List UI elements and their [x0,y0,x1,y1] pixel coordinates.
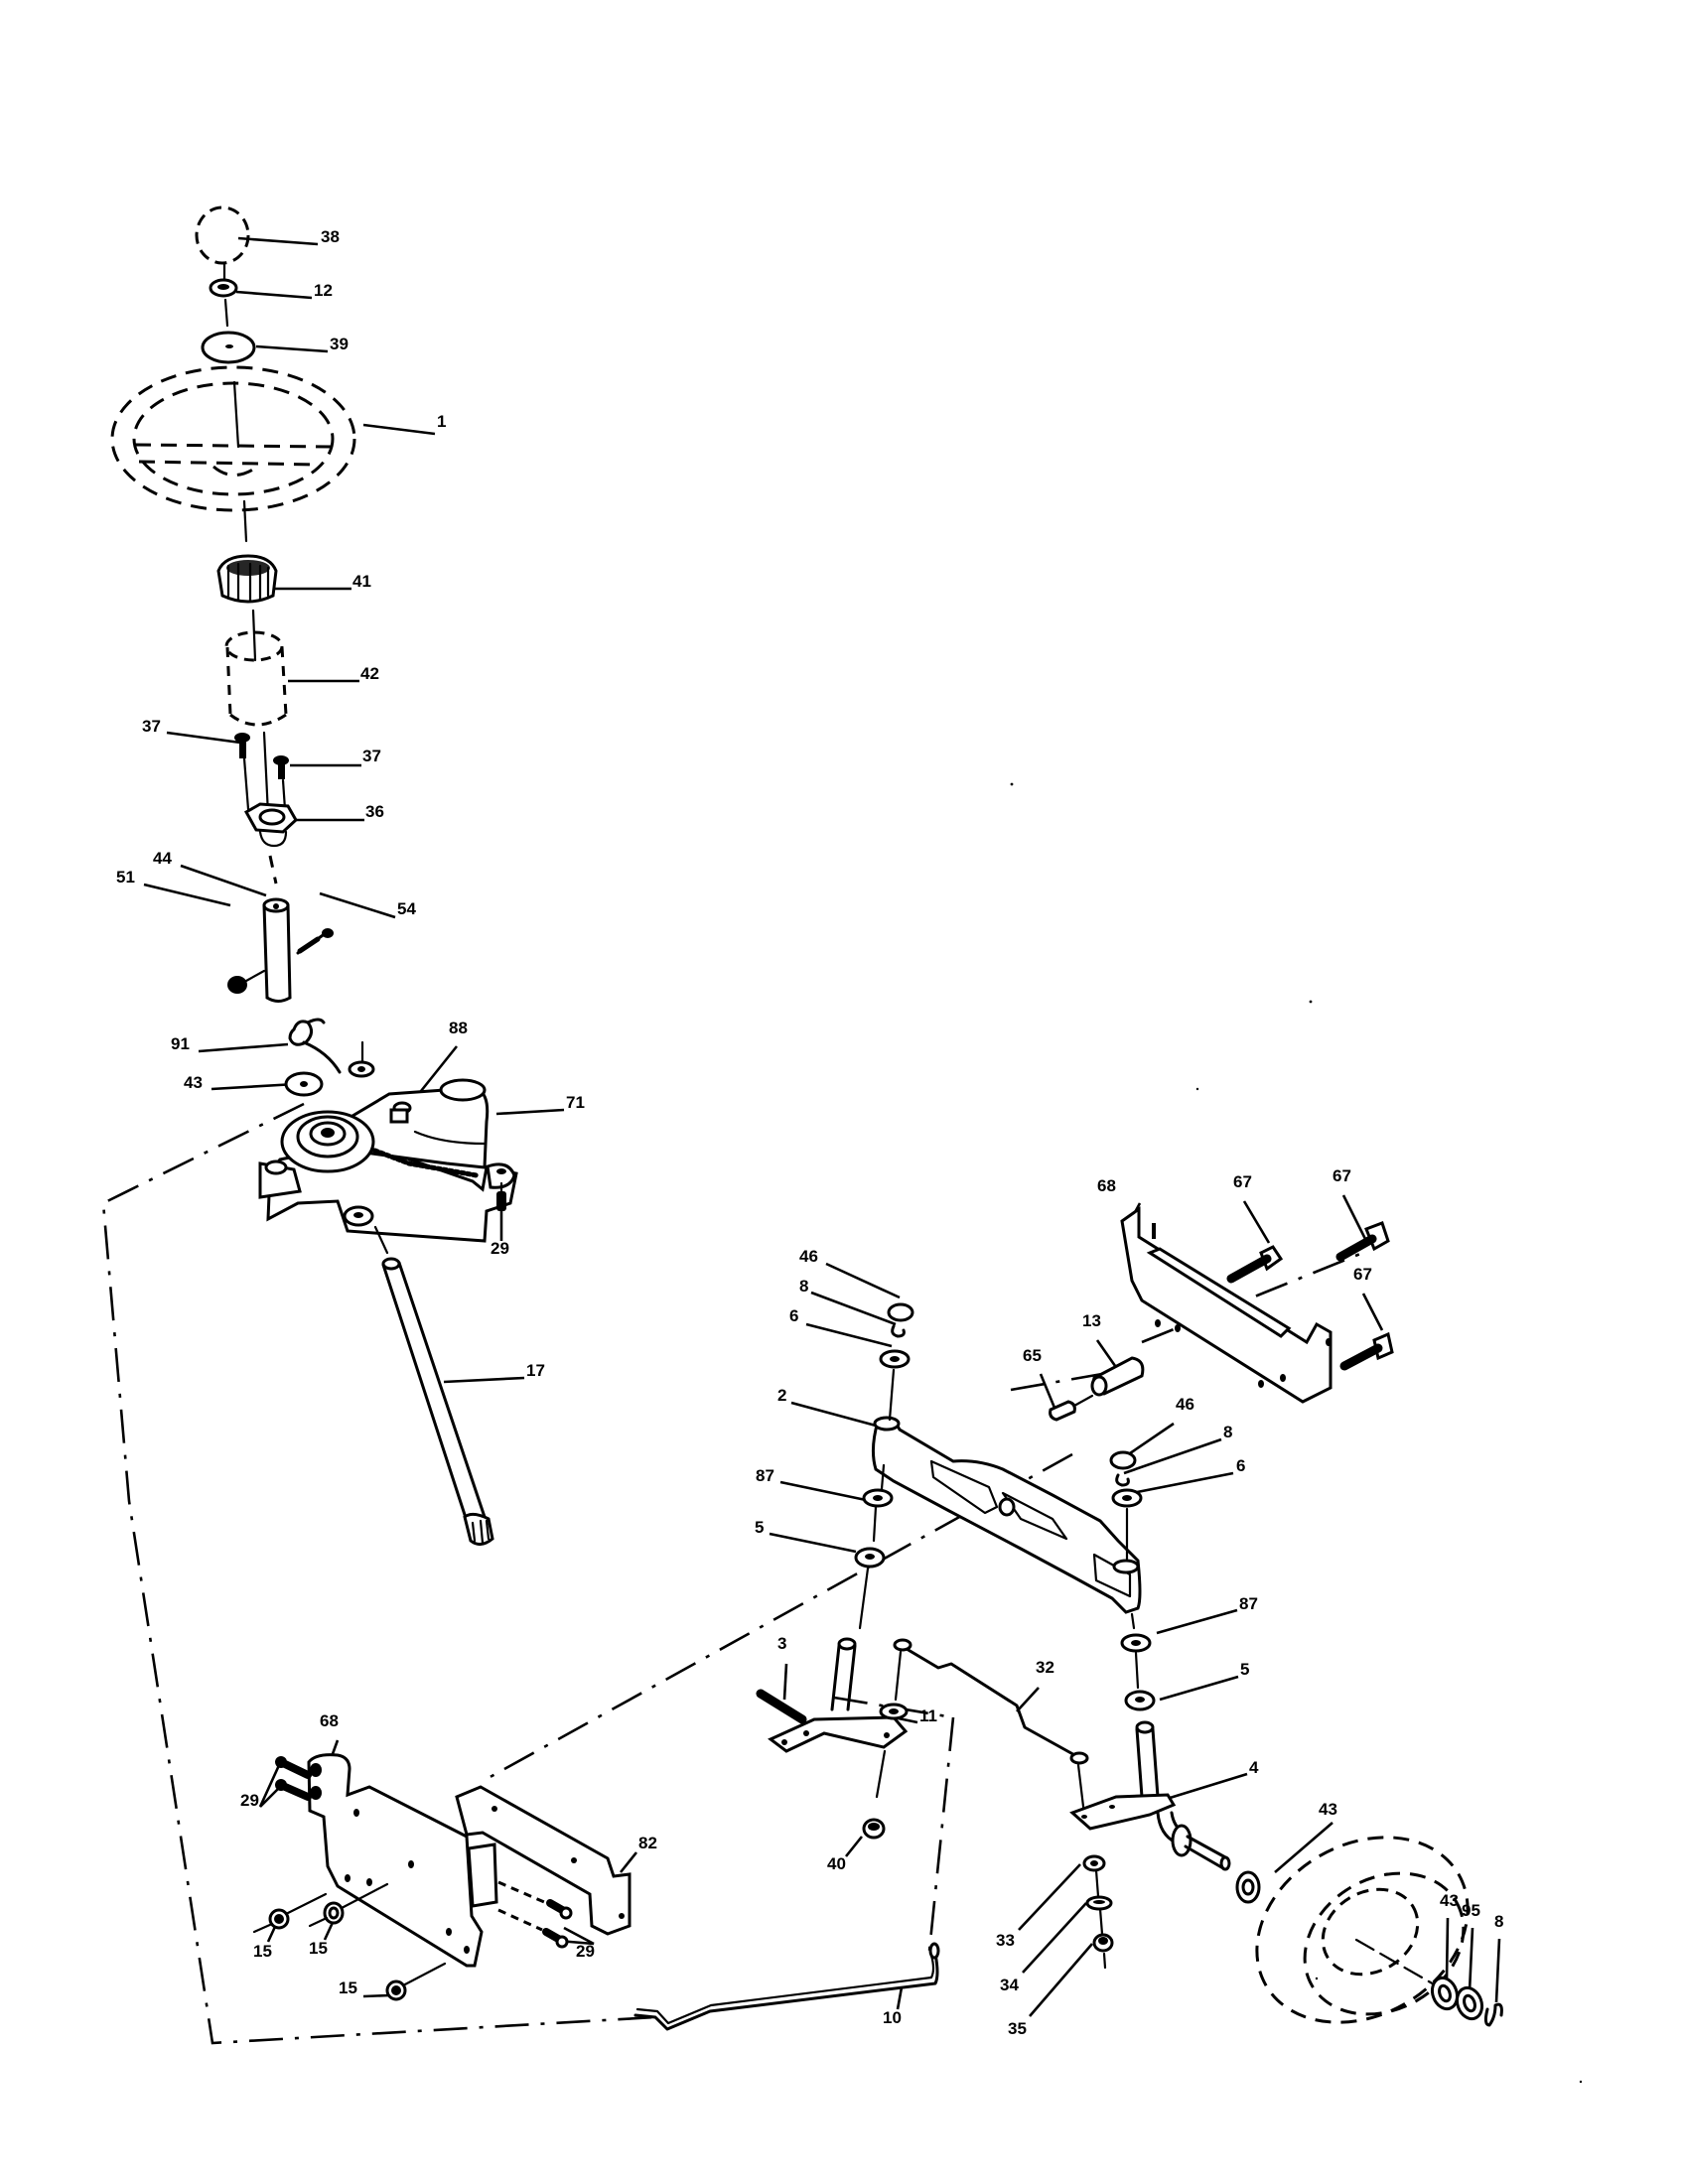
callout-c15a: 15 [253,1942,272,1961]
callout-c42: 42 [360,664,379,683]
bushing-36 [243,802,298,848]
callout-c46b: 46 [1176,1395,1194,1414]
wheel [1255,1836,1470,2024]
callout-c82: 82 [638,1834,657,1852]
callout-c8b: 8 [1223,1423,1233,1441]
callout-c32: 32 [1036,1658,1054,1677]
callout-c43a: 43 [184,1073,203,1092]
callout-c2: 2 [777,1386,787,1405]
callout-c11: 11 [919,1706,937,1725]
callout-c43c: 43 [1440,1891,1459,1910]
callout-c67b: 67 [1333,1166,1351,1185]
reference-lines [101,1102,1361,2045]
callout-c35: 35 [1008,2019,1027,2038]
steering-gear-71 [258,1040,518,1243]
callout-c40: 40 [827,1854,846,1873]
washer-43-upper [284,1071,324,1097]
axle-2 [871,1416,1142,1614]
callout-c5b: 5 [1240,1660,1250,1679]
callout-c65: 65 [1023,1346,1042,1365]
spindle-3 [756,1637,909,1799]
callout-c4: 4 [1249,1758,1259,1777]
washer-43-wheel-inner [1235,1870,1261,1904]
callout-c43b: 43 [1319,1800,1337,1819]
callout-c6b: 6 [1236,1456,1246,1475]
callout-c36: 36 [365,802,384,821]
bolt-65 [1049,1394,1094,1422]
callout-c41: 41 [352,572,371,591]
nut-40 [862,1818,886,1840]
callout-c8c: 8 [1494,1912,1504,1931]
callout-c67a: 67 [1233,1172,1252,1191]
callout-c91: 91 [171,1034,190,1053]
callout-c33: 33 [996,1931,1015,1950]
callout-c1: 1 [437,412,447,431]
clip-91 [288,1018,342,1074]
bracket-68-right [1120,1206,1333,1404]
drag-link-10 [633,1942,940,2031]
tie-rod-32 [893,1638,1089,1817]
callout-c37b: 37 [362,747,381,765]
bushing-11 [879,1703,909,1720]
callout-c5a: 5 [755,1518,765,1537]
callout-c37a: 37 [142,717,161,736]
nut-51 [227,969,266,994]
callout-c87a: 87 [756,1466,774,1485]
bracket-82 [455,1785,632,1936]
callout-c34: 34 [1000,1976,1019,1994]
callout-c3: 3 [777,1634,787,1653]
callout-c44: 44 [153,849,172,868]
nut-12 [209,278,238,328]
callout-c88: 88 [449,1019,468,1037]
scan-specks [1010,782,1583,2084]
bolt-29-upper [496,1181,506,1211]
bolts-29-left [275,1756,312,1801]
callout-c12: 12 [314,281,333,300]
steering-shaft-17 [373,1225,494,1546]
callout-c15c: 15 [339,1979,357,1997]
wheel-hardware [1430,1976,1503,2027]
callout-c39: 39 [330,335,349,353]
washer-39 [201,331,256,364]
callout-c87b: 87 [1239,1594,1258,1613]
callout-c46a: 46 [799,1247,818,1266]
spindle-4 [1069,1720,1231,1871]
callout-c15b: 15 [309,1939,328,1958]
callout-c17: 17 [526,1361,545,1380]
bolt-54 [296,928,334,955]
pin-stack-right [1109,1450,1156,1711]
callout-c29b: 29 [240,1791,259,1810]
hardware-33-34-35 [1082,1854,1114,1970]
bolts-67 [1226,1221,1394,1371]
callout-c6a: 6 [789,1306,799,1325]
pin-stack-left [854,1302,914,1630]
steering-wheel-1 [110,365,356,543]
callout-c29a: 29 [491,1239,509,1258]
callout-c10: 10 [883,2008,902,2027]
bolts-29-right [497,1880,573,1949]
column-cover-42 [224,630,288,816]
callout-c29c: 29 [576,1942,595,1961]
extension-shaft-44 [262,897,292,1003]
callout-c51: 51 [116,868,135,887]
callout-c71: 71 [566,1093,585,1112]
cap-38 [195,205,250,282]
column-axis [268,855,278,885]
bracket-68-left [307,1753,484,1968]
callout-c68a: 68 [1097,1176,1116,1195]
callout-c8a: 8 [799,1277,809,1296]
nuts-15 [252,1882,447,2001]
callout-c38: 38 [321,227,340,246]
spacer-13 [1090,1356,1145,1397]
adapter-41 [216,554,278,662]
callout-c95: 95 [1462,1901,1480,1920]
callout-c13: 13 [1082,1311,1101,1330]
screws-37 [234,733,289,811]
callout-c67c: 67 [1353,1265,1372,1284]
callout-c68b: 68 [320,1711,339,1730]
callout-c54: 54 [397,899,416,918]
